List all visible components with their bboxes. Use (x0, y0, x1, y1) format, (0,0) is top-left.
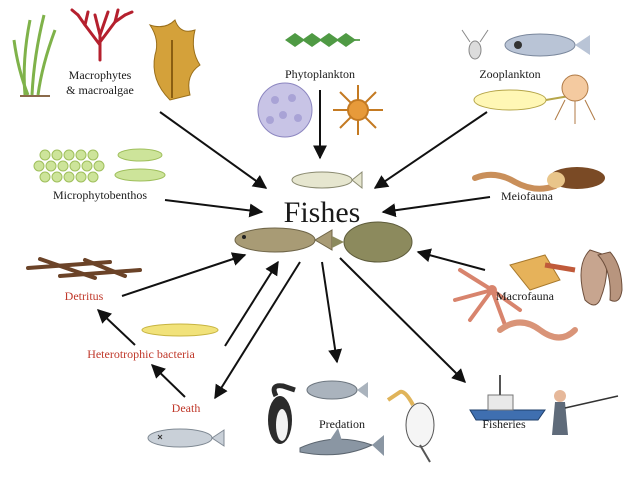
cormorant-illustration (268, 386, 295, 444)
arrow-fishes-to-fisheries (340, 258, 465, 382)
arrow-microphytobenthos-to-fishes (165, 200, 262, 212)
zooplankton-label: Zooplankton (479, 67, 540, 81)
fisheries-label: Fisheries (482, 417, 526, 431)
arrow-macrophytes-to-fishes (160, 112, 266, 188)
shark-illustration (300, 428, 384, 456)
red-macroalgae-illustration (72, 10, 132, 60)
detritus-label: Detritus (65, 289, 104, 303)
roundfish-illustration (235, 228, 332, 252)
predation-label: Predation (319, 417, 365, 431)
heterotrophic-bacteria-label: Heterotrophic bacteria (87, 347, 195, 361)
macrophytes-label-line2: & macroalgae (66, 83, 134, 97)
predator-fish-illustration (307, 381, 368, 399)
microphytobenthos-label: Microphytobenthos (53, 188, 147, 202)
death-label: Death (172, 401, 201, 415)
small-fish-illustration (292, 172, 362, 188)
macrofauna-label: Macrofauna (496, 289, 555, 303)
coccolith-illustration (258, 83, 312, 137)
phytoplankton-chain-illustration (285, 33, 360, 47)
dinoflagellate-illustration (333, 85, 383, 135)
dead-fish-illustration (148, 429, 224, 447)
arrow-fishes-to-death (215, 262, 300, 398)
bacteria-illustration (142, 324, 218, 336)
angler-illustration (552, 390, 618, 435)
fishes-center-label: Fishes (284, 196, 361, 229)
arrow-zooplankton-to-fishes (375, 112, 487, 188)
arrow-detritus-to-fishes (122, 255, 245, 296)
arrow-bacteria-to-detritus (98, 310, 135, 345)
fishing-boat-illustration (470, 375, 545, 420)
kelp-illustration (150, 20, 200, 100)
microphytobenthos-illustration (34, 149, 165, 182)
phytoplankton-label: Phytoplankton (285, 67, 355, 81)
detritus-illustration (28, 259, 140, 278)
arrow-fishes-to-predation (322, 262, 337, 362)
arrow-death-to-bacteria (152, 365, 185, 397)
arrow-macrofauna-to-fishes (418, 252, 485, 270)
seagrass-illustration (14, 15, 55, 96)
meiofauna-label: Meiofauna (501, 189, 554, 203)
arrow-meiofauna-to-fishes (383, 197, 490, 212)
meiofauna-illustration (475, 167, 605, 189)
pelican-illustration (388, 392, 434, 462)
macrophytes-label-line1: Macrophytes (69, 68, 132, 82)
arrow-bacteria-to-fishes (225, 262, 278, 346)
